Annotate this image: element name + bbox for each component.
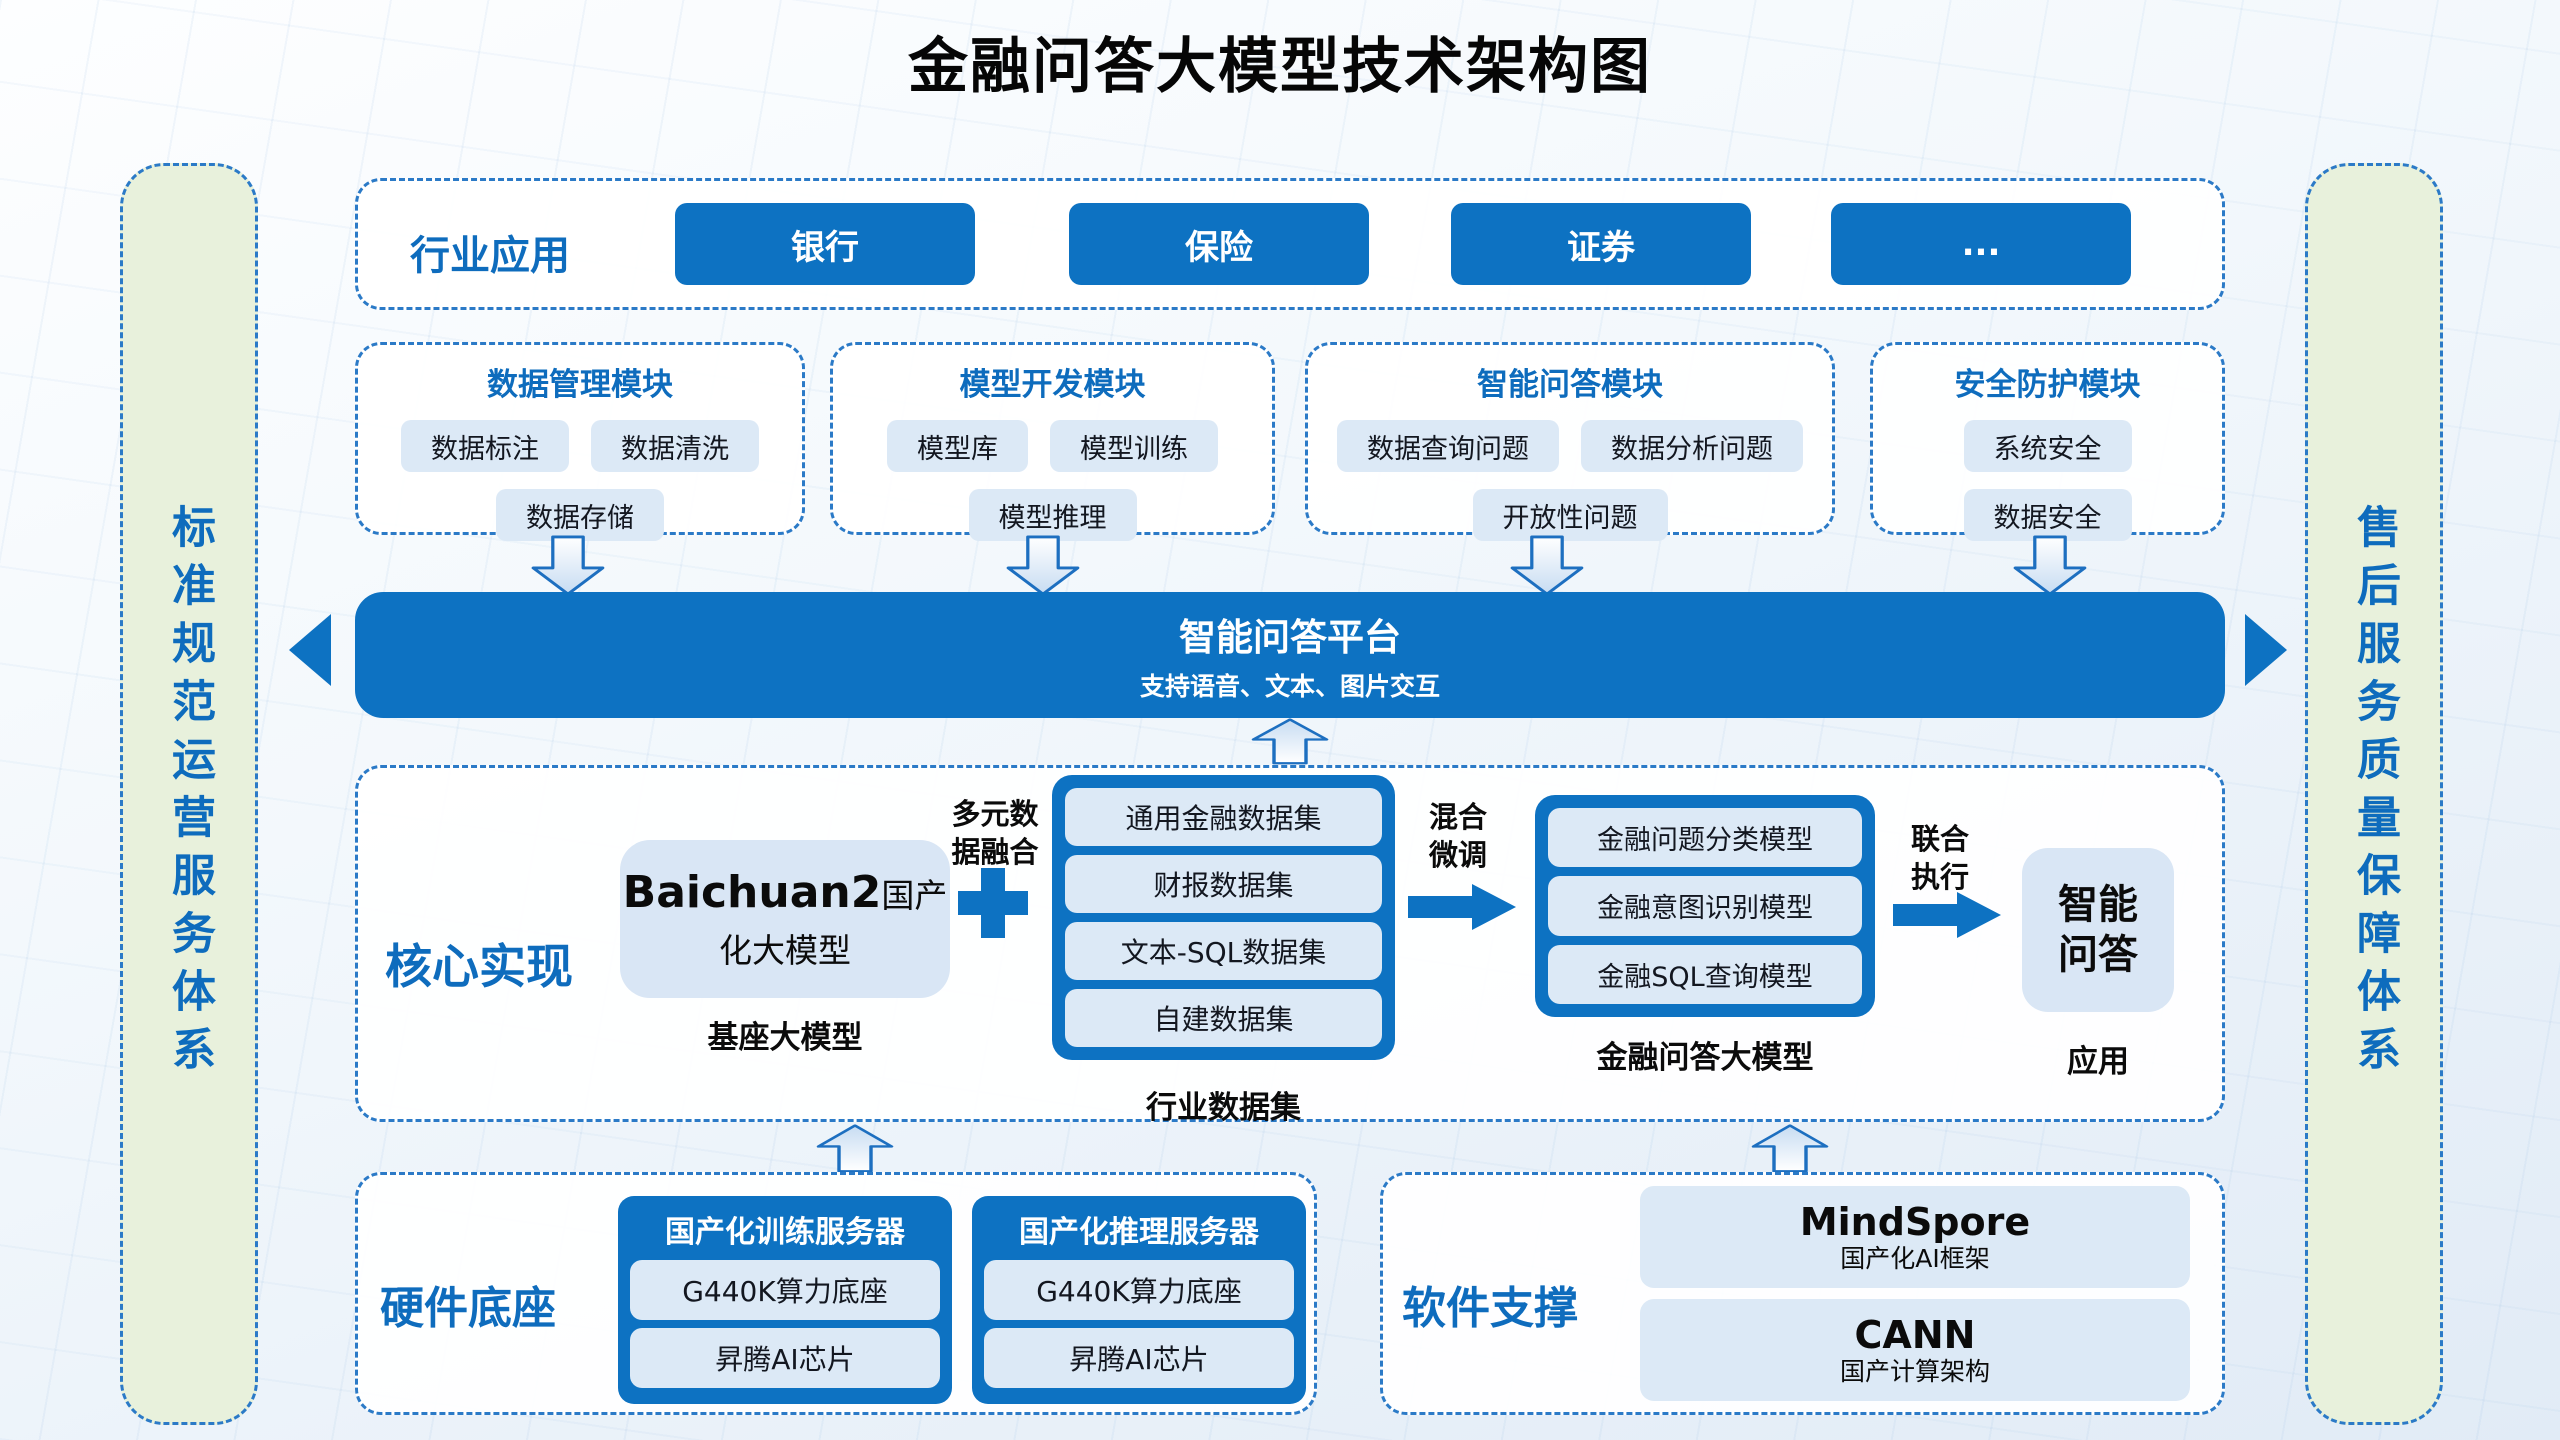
down-arrow-icon	[2013, 535, 2087, 596]
models-caption: 金融问答大模型	[1596, 1040, 1814, 1076]
right-triangle-icon	[2245, 614, 2287, 686]
app-line2: 问答	[2058, 932, 2138, 978]
base-model-line2: 化大模型	[719, 930, 851, 970]
models-container: 金融问题分类模型 金融意图识别模型 金融SQL查询模型	[1535, 795, 1875, 1017]
server-chip: G440K算力底座	[630, 1260, 940, 1320]
module-chip: 模型训练	[1050, 420, 1218, 472]
left-rail: 标准规范运营服务体系	[120, 163, 258, 1425]
page-title: 金融问答大模型技术架构图	[908, 32, 1652, 102]
software-caption: 国产计算架构	[1839, 1357, 1990, 1386]
down-arrow-icon	[1006, 535, 1080, 596]
up-arrow-icon	[1751, 1124, 1829, 1173]
right-rail: 售后服务质量保障体系	[2305, 163, 2443, 1425]
module-chip: 数据安全	[1963, 489, 2132, 541]
server-chip: 昇腾AI芯片	[630, 1328, 940, 1388]
module-title: 智能问答模块	[1477, 367, 1663, 403]
software-name: MindSpore	[1799, 1200, 2031, 1244]
software-caption: 国产化AI框架	[1840, 1244, 1990, 1273]
module-data-management: 数据管理模块 数据标注 数据清洗 数据存储	[355, 342, 805, 541]
model-chip: 金融意图识别模型	[1548, 876, 1862, 936]
datasets-caption: 行业数据集	[1146, 1090, 1301, 1126]
industry-button-insurance: 保险	[1069, 203, 1369, 285]
dataset-chip: 文本-SQL数据集	[1065, 922, 1382, 980]
module-security: 安全防护模块 系统安全 数据安全	[1870, 342, 2225, 541]
right-rail-label: 售后服务质量保障体系	[2349, 504, 2400, 1084]
cann-chip: CANN 国产计算架构	[1640, 1299, 2190, 1401]
industry-button-bank: 银行	[675, 203, 975, 285]
left-triangle-icon	[289, 614, 331, 686]
industry-row-label: 行业应用	[410, 233, 570, 279]
industry-row: 行业应用 银行 保险 证券 ...	[355, 178, 2225, 310]
platform-title: 智能问答平台	[1179, 616, 1401, 659]
module-chip: 数据清洗	[591, 420, 759, 472]
module-chip: 系统安全	[1963, 420, 2132, 472]
server-title: 国产化推理服务器	[1019, 1215, 1259, 1250]
down-arrow-icon	[531, 535, 605, 596]
server-chip: 昇腾AI芯片	[984, 1328, 1294, 1388]
hardware-label: 硬件底座	[380, 1283, 556, 1334]
app-caption: 应用	[2067, 1044, 2129, 1080]
module-title: 安全防护模块	[1954, 367, 2141, 403]
module-chip: 模型库	[887, 420, 1028, 472]
datasets-container: 通用金融数据集 财报数据集 文本-SQL数据集 自建数据集	[1052, 775, 1395, 1060]
module-chip: 数据标注	[401, 420, 569, 472]
module-chip: 数据查询问题	[1337, 420, 1559, 472]
module-chip: 数据分析问题	[1581, 420, 1803, 472]
base-model-box: Baichuan2国产 化大模型	[620, 840, 950, 998]
up-arrow-icon	[816, 1124, 894, 1173]
base-model-name-suffix: 国产	[881, 875, 948, 915]
platform-subtitle: 支持语音、文本、图片交互	[1139, 672, 1440, 701]
module-intelligent-qa: 智能问答模块 数据查询问题 数据分析问题 开放性问题	[1305, 342, 1835, 541]
industry-button-securities: 证券	[1451, 203, 1751, 285]
app-line1: 智能	[2058, 882, 2138, 928]
left-rail-label: 标准规范运营服务体系	[164, 504, 215, 1084]
dataset-chip: 通用金融数据集	[1065, 788, 1382, 846]
server-chip: G440K算力底座	[984, 1260, 1294, 1320]
base-model-caption: 基座大模型	[707, 1020, 863, 1056]
core-label: 核心实现	[385, 940, 573, 995]
joint-label: 联合 执行	[1910, 822, 1969, 894]
module-chip: 数据存储	[496, 489, 664, 541]
inference-server-card: 国产化推理服务器 G440K算力底座 昇腾AI芯片	[972, 1196, 1306, 1404]
plus-icon	[958, 868, 1028, 938]
industry-button-more: ...	[1831, 203, 2131, 285]
server-title: 国产化训练服务器	[665, 1215, 905, 1250]
platform-bar: 智能问答平台 支持语音、文本、图片交互	[355, 592, 2225, 718]
base-model-name: Baichuan2	[622, 866, 882, 918]
module-title: 数据管理模块	[487, 367, 673, 403]
right-arrow-icon	[1408, 884, 1516, 930]
up-arrow-icon	[1251, 718, 1329, 765]
module-model-development: 模型开发模块 模型库 模型训练 模型推理	[830, 342, 1275, 541]
module-chip: 开放性问题	[1472, 489, 1668, 541]
app-box: 智能 问答	[2022, 848, 2174, 1012]
dataset-chip: 财报数据集	[1065, 855, 1382, 913]
model-chip: 金融问题分类模型	[1548, 808, 1862, 868]
software-label: 软件支撑	[1402, 1283, 1578, 1334]
finetune-label: 混合 微调	[1428, 800, 1487, 872]
module-title: 模型开发模块	[959, 367, 1146, 403]
dataset-chip: 自建数据集	[1065, 989, 1382, 1047]
software-name: CANN	[1854, 1313, 1976, 1357]
down-arrow-icon	[1510, 535, 1584, 596]
fusion-label: 多元数 据融合	[951, 797, 1039, 869]
module-chip: 模型推理	[968, 489, 1137, 541]
model-chip: 金融SQL查询模型	[1548, 944, 1862, 1004]
training-server-card: 国产化训练服务器 G440K算力底座 昇腾AI芯片	[618, 1196, 952, 1404]
right-arrow-icon	[1893, 892, 2001, 938]
mindspore-chip: MindSpore 国产化AI框架	[1640, 1186, 2190, 1288]
